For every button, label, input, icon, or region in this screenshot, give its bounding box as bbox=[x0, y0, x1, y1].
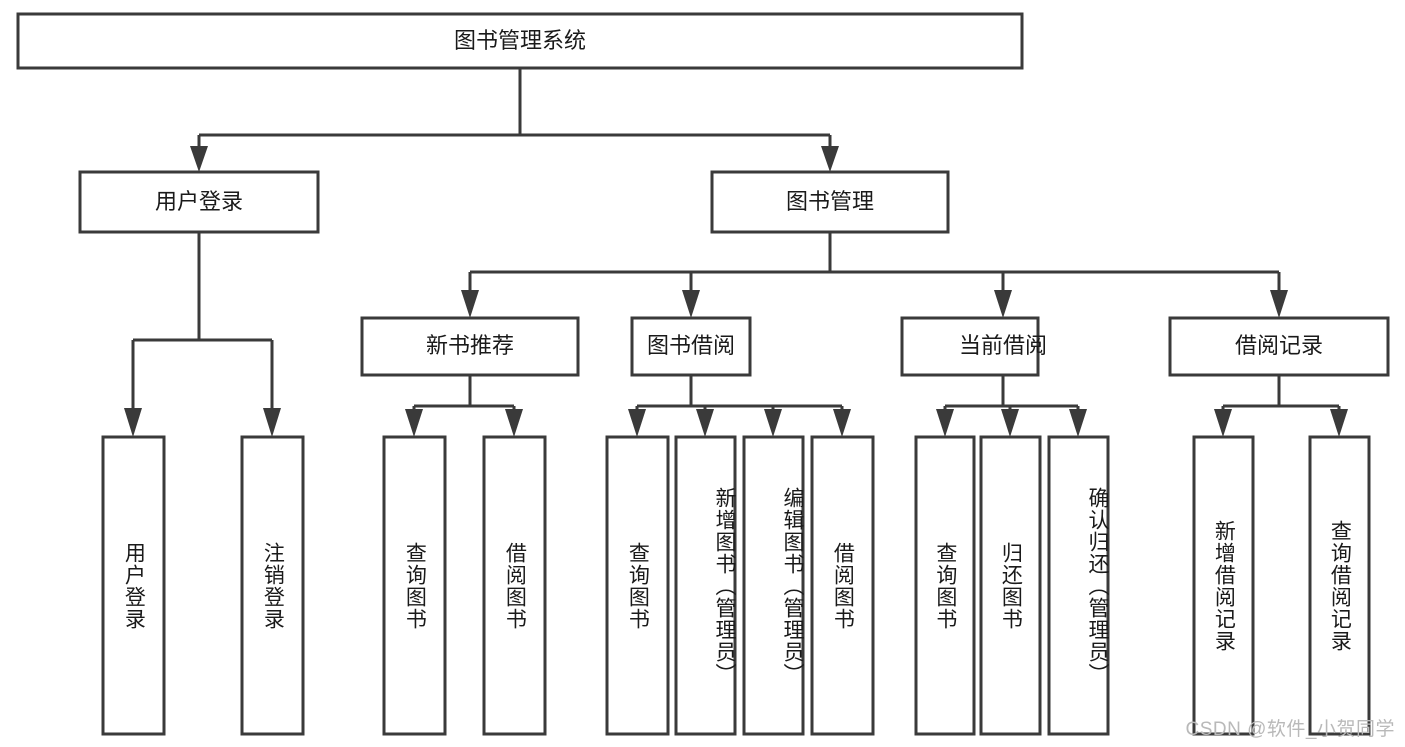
connector-layer bbox=[124, 68, 1348, 437]
arrow-head-icon bbox=[682, 290, 700, 318]
node-leaf-3[interactable] bbox=[382, 435, 447, 736]
arrow-head-icon bbox=[1069, 409, 1087, 437]
arrow-head-icon bbox=[1001, 409, 1019, 437]
arrow-head-icon bbox=[461, 290, 479, 318]
arrow-head-icon bbox=[833, 409, 851, 437]
arrow-head-icon bbox=[821, 146, 839, 172]
node-leaf-7[interactable] bbox=[742, 435, 805, 736]
arrow-head-icon bbox=[405, 409, 423, 437]
arrow-head-icon bbox=[628, 409, 646, 437]
node-root-label: 图书管理系统 bbox=[454, 28, 586, 53]
node-leaf-8[interactable] bbox=[810, 435, 875, 736]
node-current-label: 当前借阅 bbox=[959, 333, 1047, 358]
watermark-text: CSDN @软件_小贺同学 bbox=[1185, 719, 1395, 740]
arrow-head-icon bbox=[505, 409, 523, 437]
node-login[interactable] bbox=[78, 170, 320, 234]
node-borrow-label: 图书借阅 bbox=[647, 333, 735, 358]
arrow-head-icon bbox=[1330, 409, 1348, 437]
node-leaf-1[interactable] bbox=[101, 435, 166, 736]
node-leaf-6[interactable] bbox=[674, 435, 737, 736]
node-current[interactable] bbox=[900, 316, 1040, 377]
node-leaf-9[interactable] bbox=[914, 435, 976, 736]
arrow-head-icon bbox=[263, 408, 281, 437]
arrow-head-icon bbox=[764, 409, 782, 437]
node-leaf-11[interactable] bbox=[1047, 435, 1110, 736]
node-leaf-4[interactable] bbox=[482, 435, 547, 736]
node-leaf-12[interactable] bbox=[1192, 435, 1255, 736]
node-login-label: 用户登录 bbox=[155, 189, 243, 214]
arrow-head-icon bbox=[936, 409, 954, 437]
node-root[interactable] bbox=[16, 12, 1024, 70]
arrow-head-icon bbox=[124, 408, 142, 437]
node-leaf-2[interactable] bbox=[240, 435, 305, 736]
node-records[interactable] bbox=[1168, 316, 1390, 377]
node-newbook[interactable] bbox=[360, 316, 580, 377]
node-leaf-10[interactable] bbox=[979, 435, 1042, 736]
arrow-head-icon bbox=[1270, 290, 1288, 318]
node-bookmgmt[interactable] bbox=[710, 170, 950, 234]
node-layer: 图书管理系统 用户登录 图书管理 新书推荐 图书借阅 当前借阅 借阅记录 bbox=[16, 12, 1390, 736]
arrow-head-icon bbox=[994, 290, 1012, 318]
arrow-head-icon bbox=[1214, 409, 1232, 437]
node-leaf-5[interactable] bbox=[605, 435, 670, 736]
node-borrow[interactable] bbox=[630, 316, 752, 377]
node-newbook-label: 新书推荐 bbox=[426, 333, 514, 358]
arrow-head-icon bbox=[696, 409, 714, 437]
node-records-label: 借阅记录 bbox=[1235, 333, 1323, 358]
arrow-head-icon bbox=[190, 146, 208, 172]
node-bookmgmt-label: 图书管理 bbox=[786, 189, 874, 214]
node-leaf-13[interactable] bbox=[1308, 435, 1371, 736]
